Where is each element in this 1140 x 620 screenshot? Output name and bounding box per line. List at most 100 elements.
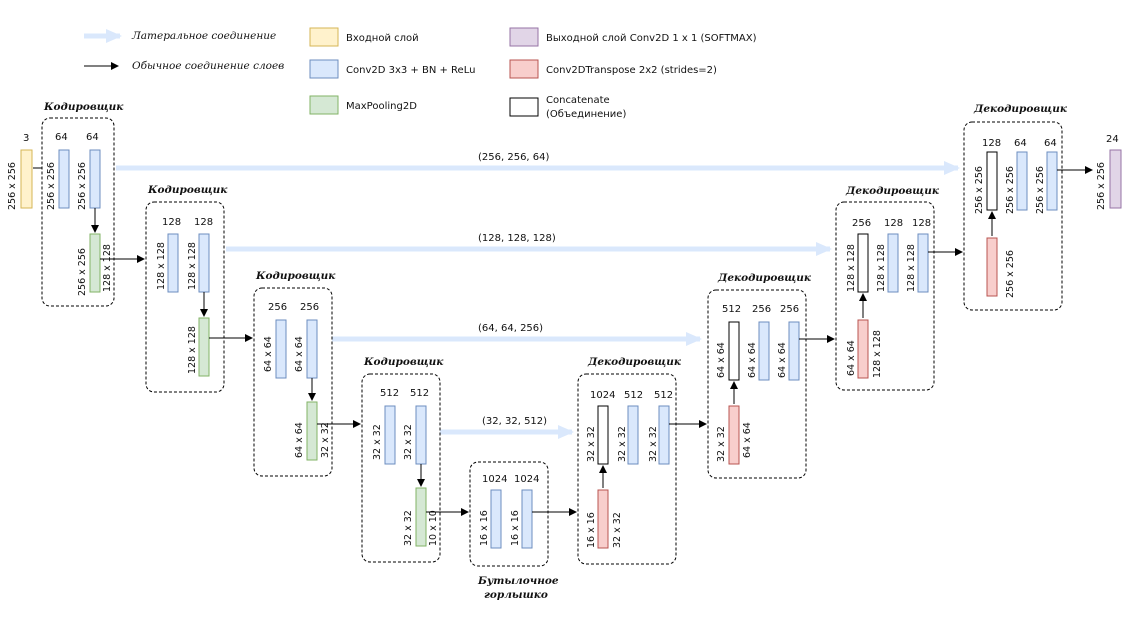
decoder-1-size-2: 32 x 32 xyxy=(648,426,659,462)
encoder-3-ch-2: 256 xyxy=(300,302,319,313)
encoder-2-size-1: 128 x 128 xyxy=(156,242,167,290)
encoder-3-frame xyxy=(253,287,333,477)
bottleneck-size-1: 16 x 16 xyxy=(479,510,490,546)
decoder-3: Декодировщик 256 128 128 128 x 128 128 x… xyxy=(835,185,940,391)
decoder-4-title: Декодировщик xyxy=(973,103,1068,115)
decoder-2: Декодировщик 512 256 256 64 x 64 64 x 64… xyxy=(707,272,812,479)
encoder-4-size-2: 32 x 32 xyxy=(403,424,414,460)
encoder-1: Кодировщик 64 64 256 x 256 256 x 256 256… xyxy=(41,101,124,307)
decoder-3-concat-size: 128 x 128 xyxy=(846,244,857,292)
encoder-4-pool-size-2: 10 x 10 xyxy=(428,510,439,546)
encoder-3-size-2: 64 x 64 xyxy=(294,336,305,372)
bottleneck-ch-2: 1024 xyxy=(514,474,539,485)
decoder-2-ch-concat: 512 xyxy=(722,304,741,315)
encoder-3-pool xyxy=(306,401,318,461)
decoder-1-up-size-1: 16 x 16 xyxy=(586,512,597,548)
encoder-1-title: Кодировщик xyxy=(43,101,124,113)
decoder-1-ch-2: 512 xyxy=(654,390,673,401)
decoder-4-conv-2 xyxy=(1046,151,1058,211)
decoder-2-size-2: 64 x 64 xyxy=(777,342,788,378)
bottleneck-frame xyxy=(469,461,549,567)
encoder-2-conv-1 xyxy=(167,233,179,293)
encoder-1-ch-1: 64 xyxy=(55,132,68,143)
decoder-4-size-1: 256 x 256 xyxy=(1005,166,1016,214)
decoder-3-conv-2 xyxy=(917,233,929,293)
output-layer: 24 256 x 256 xyxy=(1096,134,1122,210)
decoder-2-size-1: 64 x 64 xyxy=(747,342,758,378)
decoder-1-frame xyxy=(577,373,677,565)
encoder-4-ch-2: 512 xyxy=(410,388,429,399)
decoder-4-ch-concat: 128 xyxy=(982,138,1001,149)
encoder-1-frame xyxy=(41,117,115,307)
legend-pool-label: MaxPooling2D xyxy=(346,101,417,112)
output-size: 256 x 256 xyxy=(1096,162,1107,210)
decoder-1-transpose xyxy=(597,489,609,549)
bottleneck-conv-2 xyxy=(521,489,533,549)
legend-concat-label-2: (Объединение) xyxy=(546,109,626,120)
encoder-1-size-2: 256 x 256 xyxy=(77,162,88,210)
decoder-2-up-size-2: 64 x 64 xyxy=(742,422,753,458)
legend-concat-swatch xyxy=(509,97,539,117)
legend-conv-swatch xyxy=(309,59,339,79)
decoder-3-size-2: 128 x 128 xyxy=(906,244,917,292)
encoder-1-size-1: 256 x 256 xyxy=(46,162,57,210)
legend-concat-label-1: Concatenate xyxy=(546,95,610,106)
encoder-4-size-1: 32 x 32 xyxy=(372,424,383,460)
decoder-4-conv-1 xyxy=(1016,151,1028,211)
encoder-1-pool xyxy=(89,233,101,293)
decoder-4-size-2: 256 x 256 xyxy=(1035,166,1046,214)
legend-output-swatch xyxy=(509,27,539,47)
decoder-3-title: Декодировщик xyxy=(845,185,940,197)
lateral-label-3: (64, 64, 256) xyxy=(478,323,543,334)
encoder-2-ch-1: 128 xyxy=(162,217,181,228)
bottleneck-title-2: горлышко xyxy=(484,589,548,601)
legend-lateral-label: Латеральное соединение xyxy=(131,30,276,42)
decoder-4-up-size: 256 x 256 xyxy=(1005,250,1016,298)
encoder-1-pool-size-1: 256 x 256 xyxy=(77,248,88,296)
encoder-2-pool xyxy=(198,317,210,377)
lateral-connections: (256, 256, 64) (128, 128, 128) (64, 64, … xyxy=(116,152,960,439)
encoder-3-size-1: 64 x 64 xyxy=(263,336,274,372)
encoder-3-pool-size-1: 64 x 64 xyxy=(294,422,305,458)
decoder-2-transpose xyxy=(728,405,740,465)
decoder-4: Декодировщик 128 64 64 256 x 256 256 x 2… xyxy=(963,103,1068,311)
decoder-1-concat-size: 32 x 32 xyxy=(586,426,597,462)
decoder-3-ch-concat: 256 xyxy=(852,218,871,229)
decoder-2-frame xyxy=(707,289,807,479)
legend: Латеральное соединение Обычное соединени… xyxy=(84,27,757,120)
encoder-2-ch-2: 128 xyxy=(194,217,213,228)
decoder-2-conv-2 xyxy=(788,321,800,381)
lateral-label-4: (32, 32, 512) xyxy=(482,416,547,427)
encoder-2-title: Кодировщик xyxy=(147,184,228,196)
decoder-4-transpose xyxy=(986,237,998,297)
decoder-2-ch-2: 256 xyxy=(780,304,799,315)
decoder-2-concat-size: 64 x 64 xyxy=(716,342,727,378)
encoder-2: Кодировщик 128 128 128 x 128 128 x 128 1… xyxy=(145,184,228,393)
decoder-1-up-size-2: 32 x 32 xyxy=(612,512,623,548)
decoder-3-concat xyxy=(857,233,869,293)
decoder-1-ch-1: 512 xyxy=(624,390,643,401)
encoder-1-ch-2: 64 xyxy=(86,132,99,143)
encoder-2-pool-size: 128 x 128 xyxy=(187,326,198,374)
decoder-4-frame xyxy=(963,121,1063,311)
input-layer-block xyxy=(20,149,33,209)
decoder-4-ch-1: 64 xyxy=(1014,138,1027,149)
bottleneck-title-1: Бутылочное xyxy=(477,575,559,587)
encoder-4-pool-size-1: 32 x 32 xyxy=(403,510,414,546)
decoder-2-up-size-1: 32 x 32 xyxy=(716,426,727,462)
encoder-3-title: Кодировщик xyxy=(255,270,336,282)
input-layer: 3 256 x 256 xyxy=(7,133,33,210)
lateral-label-2: (128, 128, 128) xyxy=(478,233,556,244)
encoder-4-frame xyxy=(361,373,441,563)
encoder-1-pool-size-2: 128 x 128 xyxy=(102,244,113,292)
decoder-3-size-1: 128 x 128 xyxy=(876,244,887,292)
legend-pool-swatch xyxy=(309,95,339,115)
legend-input-swatch xyxy=(309,27,339,47)
legend-transpose-swatch xyxy=(509,59,539,79)
legend-output-label: Выходной слой Conv2D 1 x 1 (SOFTMAX) xyxy=(546,33,757,44)
input-size: 256 x 256 xyxy=(7,162,18,210)
legend-transpose-label: Conv2DTranspose 2x2 (strides=2) xyxy=(546,65,717,76)
encoder-4: Кодировщик 512 512 32 x 32 32 x 32 32 x … xyxy=(361,356,444,563)
decoder-2-concat xyxy=(728,321,740,381)
